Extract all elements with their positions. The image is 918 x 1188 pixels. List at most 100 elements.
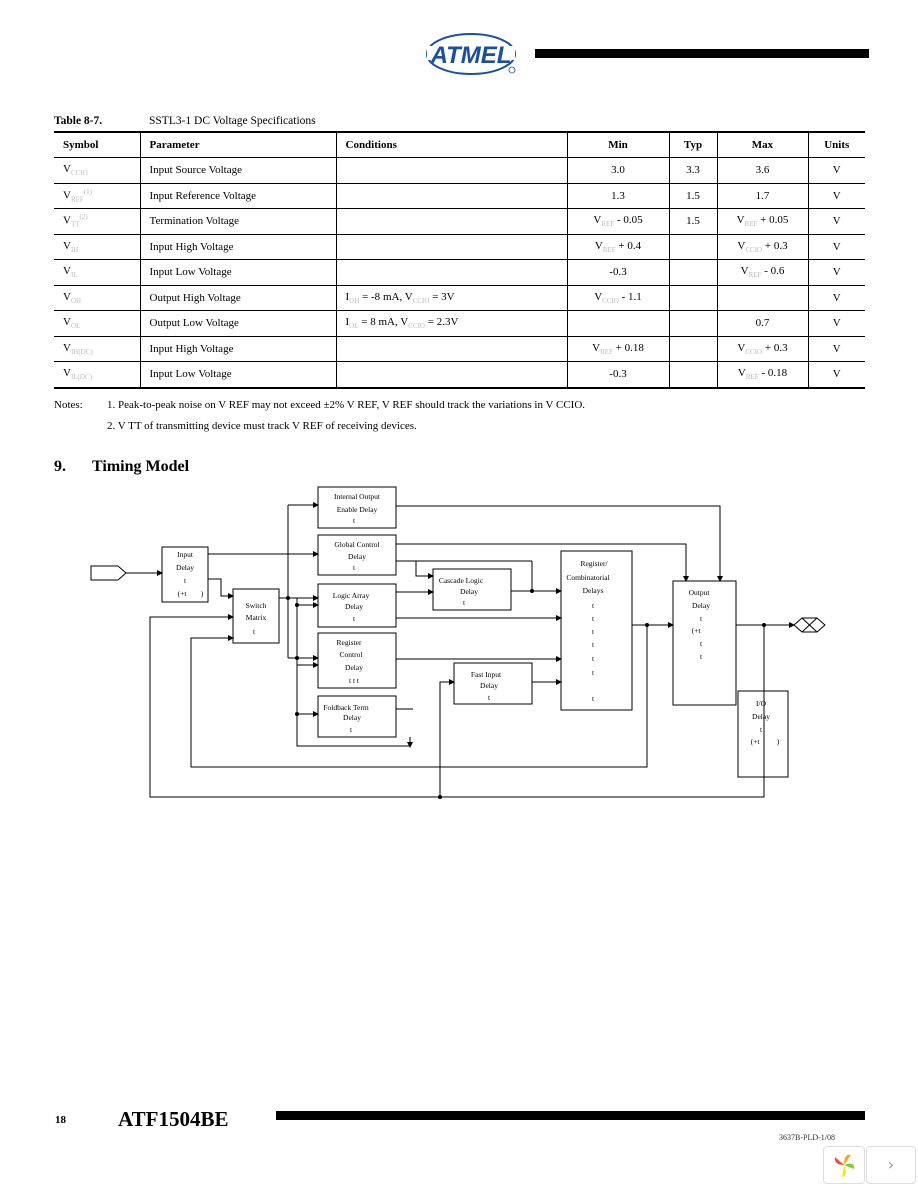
col-typ: Typ xyxy=(668,131,717,158)
cell-max: VCCIO + 0.3 xyxy=(716,233,808,260)
cell-typ: 3.3 xyxy=(668,157,717,184)
out-l6: t xyxy=(700,652,703,661)
casc-l1: Cascade Logic xyxy=(439,576,484,585)
cell-units: V xyxy=(807,233,865,260)
cell-max xyxy=(716,284,808,311)
cell-max: 3.6 xyxy=(716,157,808,184)
casc-l3: t xyxy=(463,598,466,607)
logo-text: ATMEL xyxy=(430,42,512,69)
reg-l9: t xyxy=(592,668,595,677)
table-header-row: Symbol Parameter Conditions Min Typ Max … xyxy=(54,131,865,158)
io-l4: (+t xyxy=(751,737,761,746)
cell-symbol: VTT(2) xyxy=(54,208,140,235)
col-conditions: Conditions xyxy=(335,131,567,158)
cell-typ xyxy=(668,335,717,362)
io-l1: I/O xyxy=(756,699,767,708)
fi-l1: Fast Input xyxy=(471,670,502,679)
reg-l7: t xyxy=(592,640,595,649)
cell-max: 1.7 xyxy=(716,182,808,209)
output-delay-block xyxy=(672,580,737,706)
viewer-logo-button[interactable] xyxy=(823,1146,865,1184)
gc-l1: Global Control xyxy=(334,540,379,549)
out-l2: Delay xyxy=(692,601,710,610)
cell-typ: 1.5 xyxy=(668,208,717,235)
fi-l2: Delay xyxy=(480,681,498,690)
product-name: ATF1504BE xyxy=(118,1107,229,1131)
cell-conditions: IOH = -8 mA, VCCIO = 3V xyxy=(335,284,567,311)
cell-conditions xyxy=(335,335,567,362)
cell-typ xyxy=(668,233,717,260)
reg-l5: t xyxy=(592,614,595,623)
fb-l2: Delay xyxy=(343,713,361,722)
cell-units: V xyxy=(807,310,865,337)
cell-symbol: VOL xyxy=(54,310,140,337)
la-l1: Logic Array xyxy=(333,591,370,600)
cell-conditions xyxy=(335,361,567,389)
notes-label: Notes: xyxy=(54,399,83,411)
input-delay-l5: ) xyxy=(201,589,204,598)
cell-parameter: Termination Voltage xyxy=(139,208,336,235)
atmel-logo: ATMEL xyxy=(426,33,516,75)
col-max: Max xyxy=(716,131,808,158)
doc-number: 3637B-PLD-1/08 xyxy=(779,1133,835,1142)
cell-max: 0.7 xyxy=(716,310,808,337)
table-number: Table 8-7. xyxy=(54,115,103,127)
cell-min: 1.3 xyxy=(566,182,669,209)
note-1: 1. Peak-to-peak noise on V REF may not e… xyxy=(107,399,586,411)
cell-typ xyxy=(668,310,717,337)
input-delay-l3: t xyxy=(184,576,187,585)
cell-symbol: VREF(1) xyxy=(54,182,140,209)
input-pin xyxy=(90,565,127,581)
out-l5: t xyxy=(700,639,703,648)
reg-l6: t xyxy=(592,627,595,636)
cell-typ xyxy=(668,361,717,389)
next-page-button[interactable]: › xyxy=(866,1146,916,1184)
table-caption: Table 8-7.SSTL3-1 DC Voltage Specificati… xyxy=(54,115,316,127)
reg-l1: Register/ xyxy=(580,559,608,568)
io-delay-block xyxy=(737,690,789,778)
gc-l3: t xyxy=(353,563,356,572)
input-delay-block xyxy=(161,546,209,603)
cell-parameter: Input Low Voltage xyxy=(139,259,336,286)
col-units: Units xyxy=(807,131,865,158)
cell-parameter: Input Low Voltage xyxy=(139,361,336,389)
cell-conditions xyxy=(335,259,567,286)
out-l3: t xyxy=(700,614,703,623)
cell-max: VREF - 0.18 xyxy=(716,361,808,389)
cell-symbol: VCCIO xyxy=(54,157,140,184)
casc-l2: Delay xyxy=(460,587,478,596)
section-heading: 9.Timing Model xyxy=(54,458,189,476)
voltage-spec-table: Symbol Parameter Conditions Min Typ Max … xyxy=(54,131,865,389)
cell-conditions xyxy=(335,233,567,260)
switch-l1: Switch xyxy=(246,601,267,610)
col-symbol: Symbol xyxy=(54,131,140,158)
cell-parameter: Input High Voltage xyxy=(139,233,336,260)
cell-symbol: VIH xyxy=(54,233,140,260)
cell-symbol: VIL xyxy=(54,259,140,286)
footer-rule xyxy=(276,1111,865,1120)
cell-conditions xyxy=(335,182,567,209)
rc-l1: Register xyxy=(337,638,362,647)
cell-parameter: Input Reference Voltage xyxy=(139,182,336,209)
pinwheel-icon xyxy=(834,1154,855,1177)
cell-units: V xyxy=(807,361,865,389)
rc-l2: Control xyxy=(340,650,363,659)
section-title: Timing Model xyxy=(92,458,190,475)
chevron-right-icon: › xyxy=(887,1155,895,1174)
fi-l3: t xyxy=(488,693,491,702)
col-parameter: Parameter xyxy=(139,131,336,158)
cell-typ xyxy=(668,259,717,286)
switch-l2: Matrix xyxy=(246,613,267,622)
cell-max: VCCIO + 0.3 xyxy=(716,335,808,362)
input-delay-l1: Input xyxy=(177,550,194,559)
cell-conditions xyxy=(335,208,567,235)
cell-units: V xyxy=(807,182,865,209)
